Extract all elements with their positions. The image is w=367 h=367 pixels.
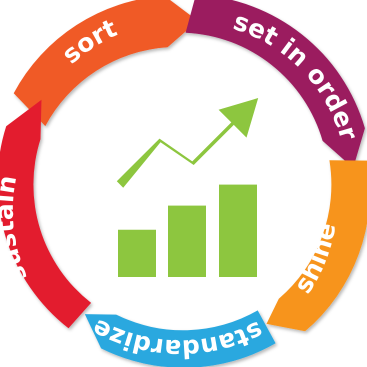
segment-set-in-order-arrow bbox=[185, 0, 365, 168]
segment-standardize-arrow bbox=[84, 310, 276, 367]
growth-bar-1 bbox=[118, 229, 156, 277]
segment-sustain-arrow bbox=[0, 99, 92, 329]
segment-sort-arrow bbox=[13, 0, 198, 127]
segment-shine-arrow bbox=[266, 160, 367, 332]
growth-chart-icon bbox=[116, 98, 259, 277]
growth-bar-3 bbox=[219, 184, 257, 277]
trend-arrow-icon bbox=[116, 98, 259, 188]
growth-bar-2 bbox=[168, 205, 206, 277]
